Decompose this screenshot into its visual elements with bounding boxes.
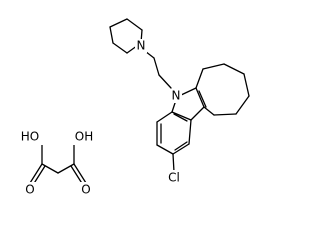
bond <box>243 73 250 97</box>
bond <box>70 165 84 186</box>
label-background <box>23 182 37 198</box>
bond <box>174 141 188 151</box>
bond <box>195 68 204 89</box>
pyrrolidine-ring <box>109 18 143 54</box>
oxalic-oh-right-label: OH <box>75 130 93 144</box>
oxalic-acid <box>29 144 87 186</box>
bond <box>173 113 188 122</box>
oxalic-oh-left: HO <box>16 129 44 145</box>
bond <box>29 163 43 184</box>
bond <box>203 106 215 116</box>
bond <box>188 119 192 145</box>
bond <box>41 163 59 174</box>
bond <box>198 90 207 108</box>
oxalic-oh-right: OH <box>72 129 100 145</box>
bond <box>156 144 174 155</box>
oxalic-o-left-label: O <box>25 183 34 197</box>
indole-n-label: N <box>172 89 181 103</box>
bond <box>73 163 87 184</box>
oxalic-o-right-label: O <box>81 183 90 197</box>
indole-nitrogen: N <box>170 89 182 103</box>
bond <box>57 163 75 174</box>
label-background <box>72 129 100 145</box>
oxalic-carbonyl-right: O <box>79 182 93 198</box>
pyrrolidine-nitrogen: N <box>135 39 147 53</box>
chlorine-atom: Cl <box>164 170 184 185</box>
cycloheptane-ring <box>195 63 250 116</box>
label-background <box>170 89 182 103</box>
label-background <box>164 170 184 184</box>
oxalic-carbonyl-left: O <box>23 182 37 198</box>
bond <box>156 111 173 123</box>
benzene-ring <box>156 111 192 155</box>
label-background <box>16 129 44 145</box>
bond <box>223 63 245 75</box>
pyrrolidine-n-label: N <box>137 39 146 53</box>
bond <box>213 113 237 116</box>
bond <box>172 143 190 155</box>
bond <box>109 26 114 44</box>
bond <box>109 18 128 28</box>
label-background <box>135 39 147 53</box>
structure-canvas: N N Cl HO OH O O <box>16 18 250 198</box>
ethyl-linker <box>140 47 172 89</box>
bond <box>195 87 205 108</box>
bond <box>190 106 205 121</box>
oxalic-oh-left-label: HO <box>21 130 39 144</box>
chlorine-label: Cl <box>168 171 180 185</box>
bond <box>171 111 192 121</box>
label-background <box>79 182 93 198</box>
bond <box>126 18 143 31</box>
bond <box>158 74 172 89</box>
bond <box>112 42 128 54</box>
bond <box>202 63 225 70</box>
bond <box>235 95 250 115</box>
bond <box>32 165 46 186</box>
chemical-structure: N N Cl HO OH O O <box>16 18 250 198</box>
bond <box>153 57 160 76</box>
chlorine-bond <box>172 153 175 173</box>
